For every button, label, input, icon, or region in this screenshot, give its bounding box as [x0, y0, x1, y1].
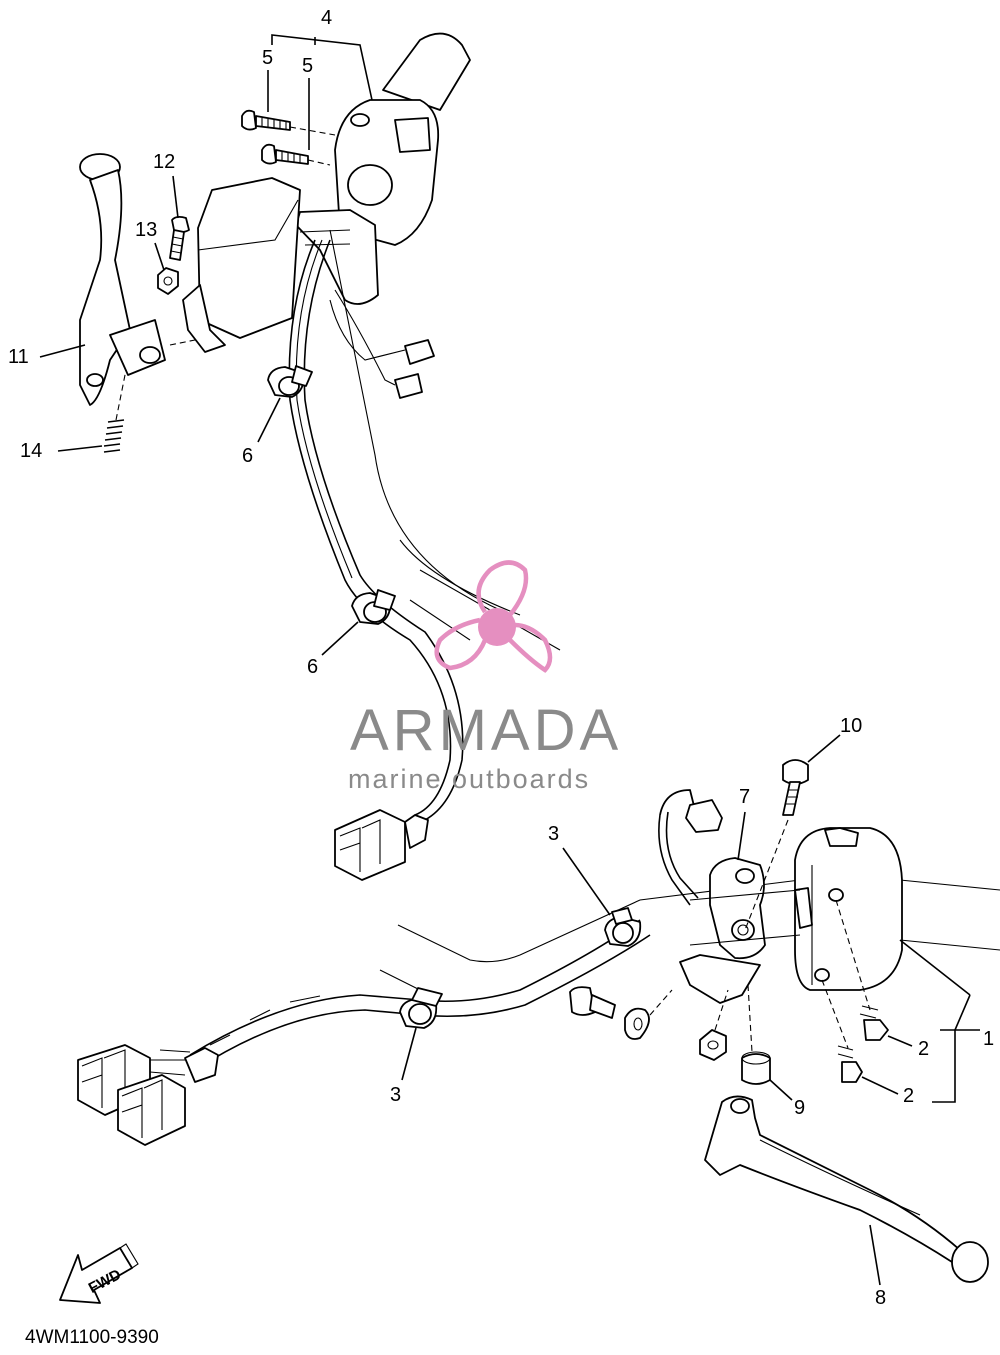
bolt-12	[169, 215, 190, 261]
screw-5-lower	[261, 143, 309, 165]
screw-5-upper	[241, 109, 291, 131]
bolt-10	[782, 759, 809, 816]
callout-5a: 5	[262, 47, 273, 69]
callout-2a: 2	[918, 1038, 929, 1060]
washer	[624, 1007, 650, 1040]
clamp-6-lower	[351, 589, 396, 625]
pivot-bolt	[569, 986, 616, 1019]
callout-3a: 3	[548, 823, 559, 845]
callout-10: 10	[840, 715, 862, 737]
callout-6a: 6	[242, 445, 253, 467]
connector-upper-harness	[334, 809, 429, 881]
callout-12: 12	[153, 151, 175, 173]
switch-assembly-right	[182, 32, 471, 353]
connector-lower-left-b	[117, 1074, 186, 1146]
lever-bracket-7	[679, 857, 801, 1004]
callout-11: 11	[8, 346, 29, 368]
switch-assembly-left	[794, 827, 903, 991]
watermark-subtitle: marine outboards	[348, 764, 590, 794]
diagram-code: 4WM1100-9390	[25, 1327, 159, 1348]
callout-5b: 5	[302, 55, 313, 77]
callout-3b: 3	[390, 1084, 401, 1106]
armada-logo	[434, 560, 553, 673]
clamp-3-left	[399, 987, 443, 1029]
callout-7: 7	[739, 786, 750, 808]
screw-2-upper	[859, 1005, 889, 1041]
fwd-arrow: FWD	[59, 1243, 139, 1304]
clamp-6-upper	[267, 365, 313, 398]
nut-13	[157, 267, 179, 295]
lever-8	[704, 1095, 989, 1283]
callout-13: 13	[135, 219, 157, 241]
callout-6b: 6	[307, 656, 318, 678]
lever-11	[79, 153, 166, 406]
nut	[699, 1029, 727, 1061]
callout-2b: 2	[903, 1085, 914, 1107]
clamp-3-right	[604, 907, 642, 947]
spring-14	[103, 369, 127, 453]
callout-1: 1	[983, 1028, 994, 1050]
callout-4: 4	[321, 7, 332, 29]
connector-7-top	[685, 799, 723, 833]
callout-14: 14	[20, 440, 42, 462]
callout-9: 9	[794, 1097, 805, 1119]
screw-2-lower	[837, 1045, 863, 1083]
collar-9	[741, 1051, 771, 1085]
watermark-title: ARMADA	[350, 698, 622, 763]
callout-8: 8	[875, 1287, 886, 1309]
